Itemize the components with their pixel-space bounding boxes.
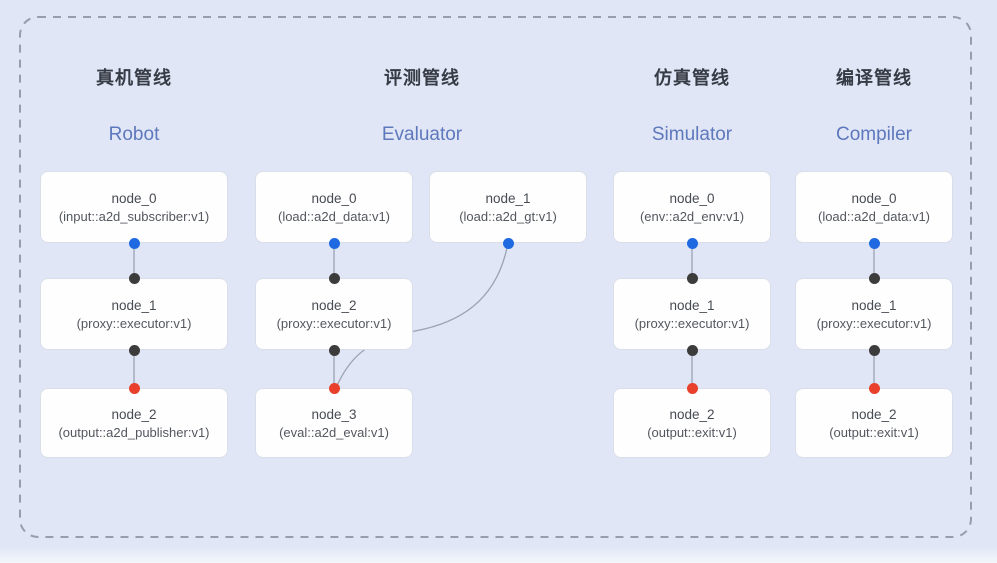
node-evaluator-node2[interactable]: node_2 (proxy::executor:v1): [255, 278, 413, 350]
node-type: (load::a2d_data:v1): [817, 208, 931, 224]
node-simulator-node1[interactable]: node_1 (proxy::executor:v1): [613, 278, 771, 350]
node-type: (input::a2d_subscriber:v1): [58, 208, 210, 224]
port-dot-blue: [128, 237, 140, 249]
node-name: node_2: [111, 406, 157, 422]
node-type: (eval::a2d_eval:v1): [279, 424, 389, 440]
node-name: node_1: [669, 297, 715, 313]
node-name: node_0: [111, 190, 157, 206]
port-dot-blue: [868, 237, 880, 249]
node-compiler-node0[interactable]: node_0 (load::a2d_data:v1): [795, 171, 953, 243]
node-robot-node0[interactable]: node_0 (input::a2d_subscriber:v1): [40, 171, 228, 243]
port-dot-blue: [328, 237, 340, 249]
port-dot-dark: [868, 344, 880, 356]
node-name: node_1: [485, 190, 531, 206]
node-name: node_0: [669, 190, 715, 206]
node-type: (output::a2d_publisher:v1): [58, 424, 210, 440]
port-dot-dark: [328, 272, 340, 284]
node-name: node_2: [851, 406, 897, 422]
pipeline-title-simulator-zh: 仿真管线: [654, 68, 730, 88]
node-simulator-node0[interactable]: node_0 (env::a2d_env:v1): [613, 171, 771, 243]
port-dot-dark: [686, 272, 698, 284]
pipeline-title-simulator-en: Simulator: [651, 124, 733, 145]
node-type: (output::exit:v1): [647, 424, 737, 440]
pipeline-title-evaluator-en: Evaluator: [381, 124, 463, 145]
node-type: (proxy::executor:v1): [276, 315, 392, 331]
node-evaluator-node3[interactable]: node_3 (eval::a2d_eval:v1): [255, 388, 413, 458]
port-dot-dark: [686, 344, 698, 356]
node-type: (env::a2d_env:v1): [639, 208, 745, 224]
node-name: node_2: [669, 406, 715, 422]
node-robot-node2[interactable]: node_2 (output::a2d_publisher:v1): [40, 388, 228, 458]
port-dot-dark: [128, 272, 140, 284]
port-dot-red: [328, 382, 340, 394]
connector-evaluator-1-3-curve: [335, 242, 509, 389]
port-dot-red: [686, 382, 698, 394]
pipeline-title-robot-en: Robot: [108, 124, 160, 145]
node-type: (proxy::executor:v1): [816, 315, 932, 331]
port-dot-blue: [502, 237, 514, 249]
node-name: node_1: [111, 297, 157, 313]
node-type: (proxy::executor:v1): [76, 315, 192, 331]
node-compiler-node2[interactable]: node_2 (output::exit:v1): [795, 388, 953, 458]
node-robot-node1[interactable]: node_1 (proxy::executor:v1): [40, 278, 228, 350]
pipeline-title-compiler-zh: 编译管线: [836, 68, 912, 88]
node-type: (load::a2d_gt:v1): [459, 208, 557, 224]
port-dot-dark: [128, 344, 140, 356]
port-dot-red: [128, 382, 140, 394]
pipeline-title-compiler-en: Compiler: [835, 124, 913, 145]
pipeline-title-evaluator-zh: 评测管线: [384, 68, 460, 88]
node-simulator-node2[interactable]: node_2 (output::exit:v1): [613, 388, 771, 458]
node-evaluator-node1[interactable]: node_1 (load::a2d_gt:v1): [429, 171, 587, 243]
node-name: node_3: [311, 406, 357, 422]
node-name: node_0: [851, 190, 897, 206]
node-type: (proxy::executor:v1): [634, 315, 750, 331]
node-type: (load::a2d_data:v1): [277, 208, 391, 224]
port-dot-dark: [868, 272, 880, 284]
port-dot-blue: [686, 237, 698, 249]
port-dot-red: [868, 382, 880, 394]
node-name: node_0: [311, 190, 357, 206]
node-compiler-node1[interactable]: node_1 (proxy::executor:v1): [795, 278, 953, 350]
node-evaluator-node0[interactable]: node_0 (load::a2d_data:v1): [255, 171, 413, 243]
node-name: node_2: [311, 297, 357, 313]
node-type: (output::exit:v1): [829, 424, 919, 440]
node-name: node_1: [851, 297, 897, 313]
dashed-frame: [19, 16, 972, 538]
pipeline-title-robot-zh: 真机管线: [96, 68, 172, 88]
port-dot-dark: [328, 344, 340, 356]
